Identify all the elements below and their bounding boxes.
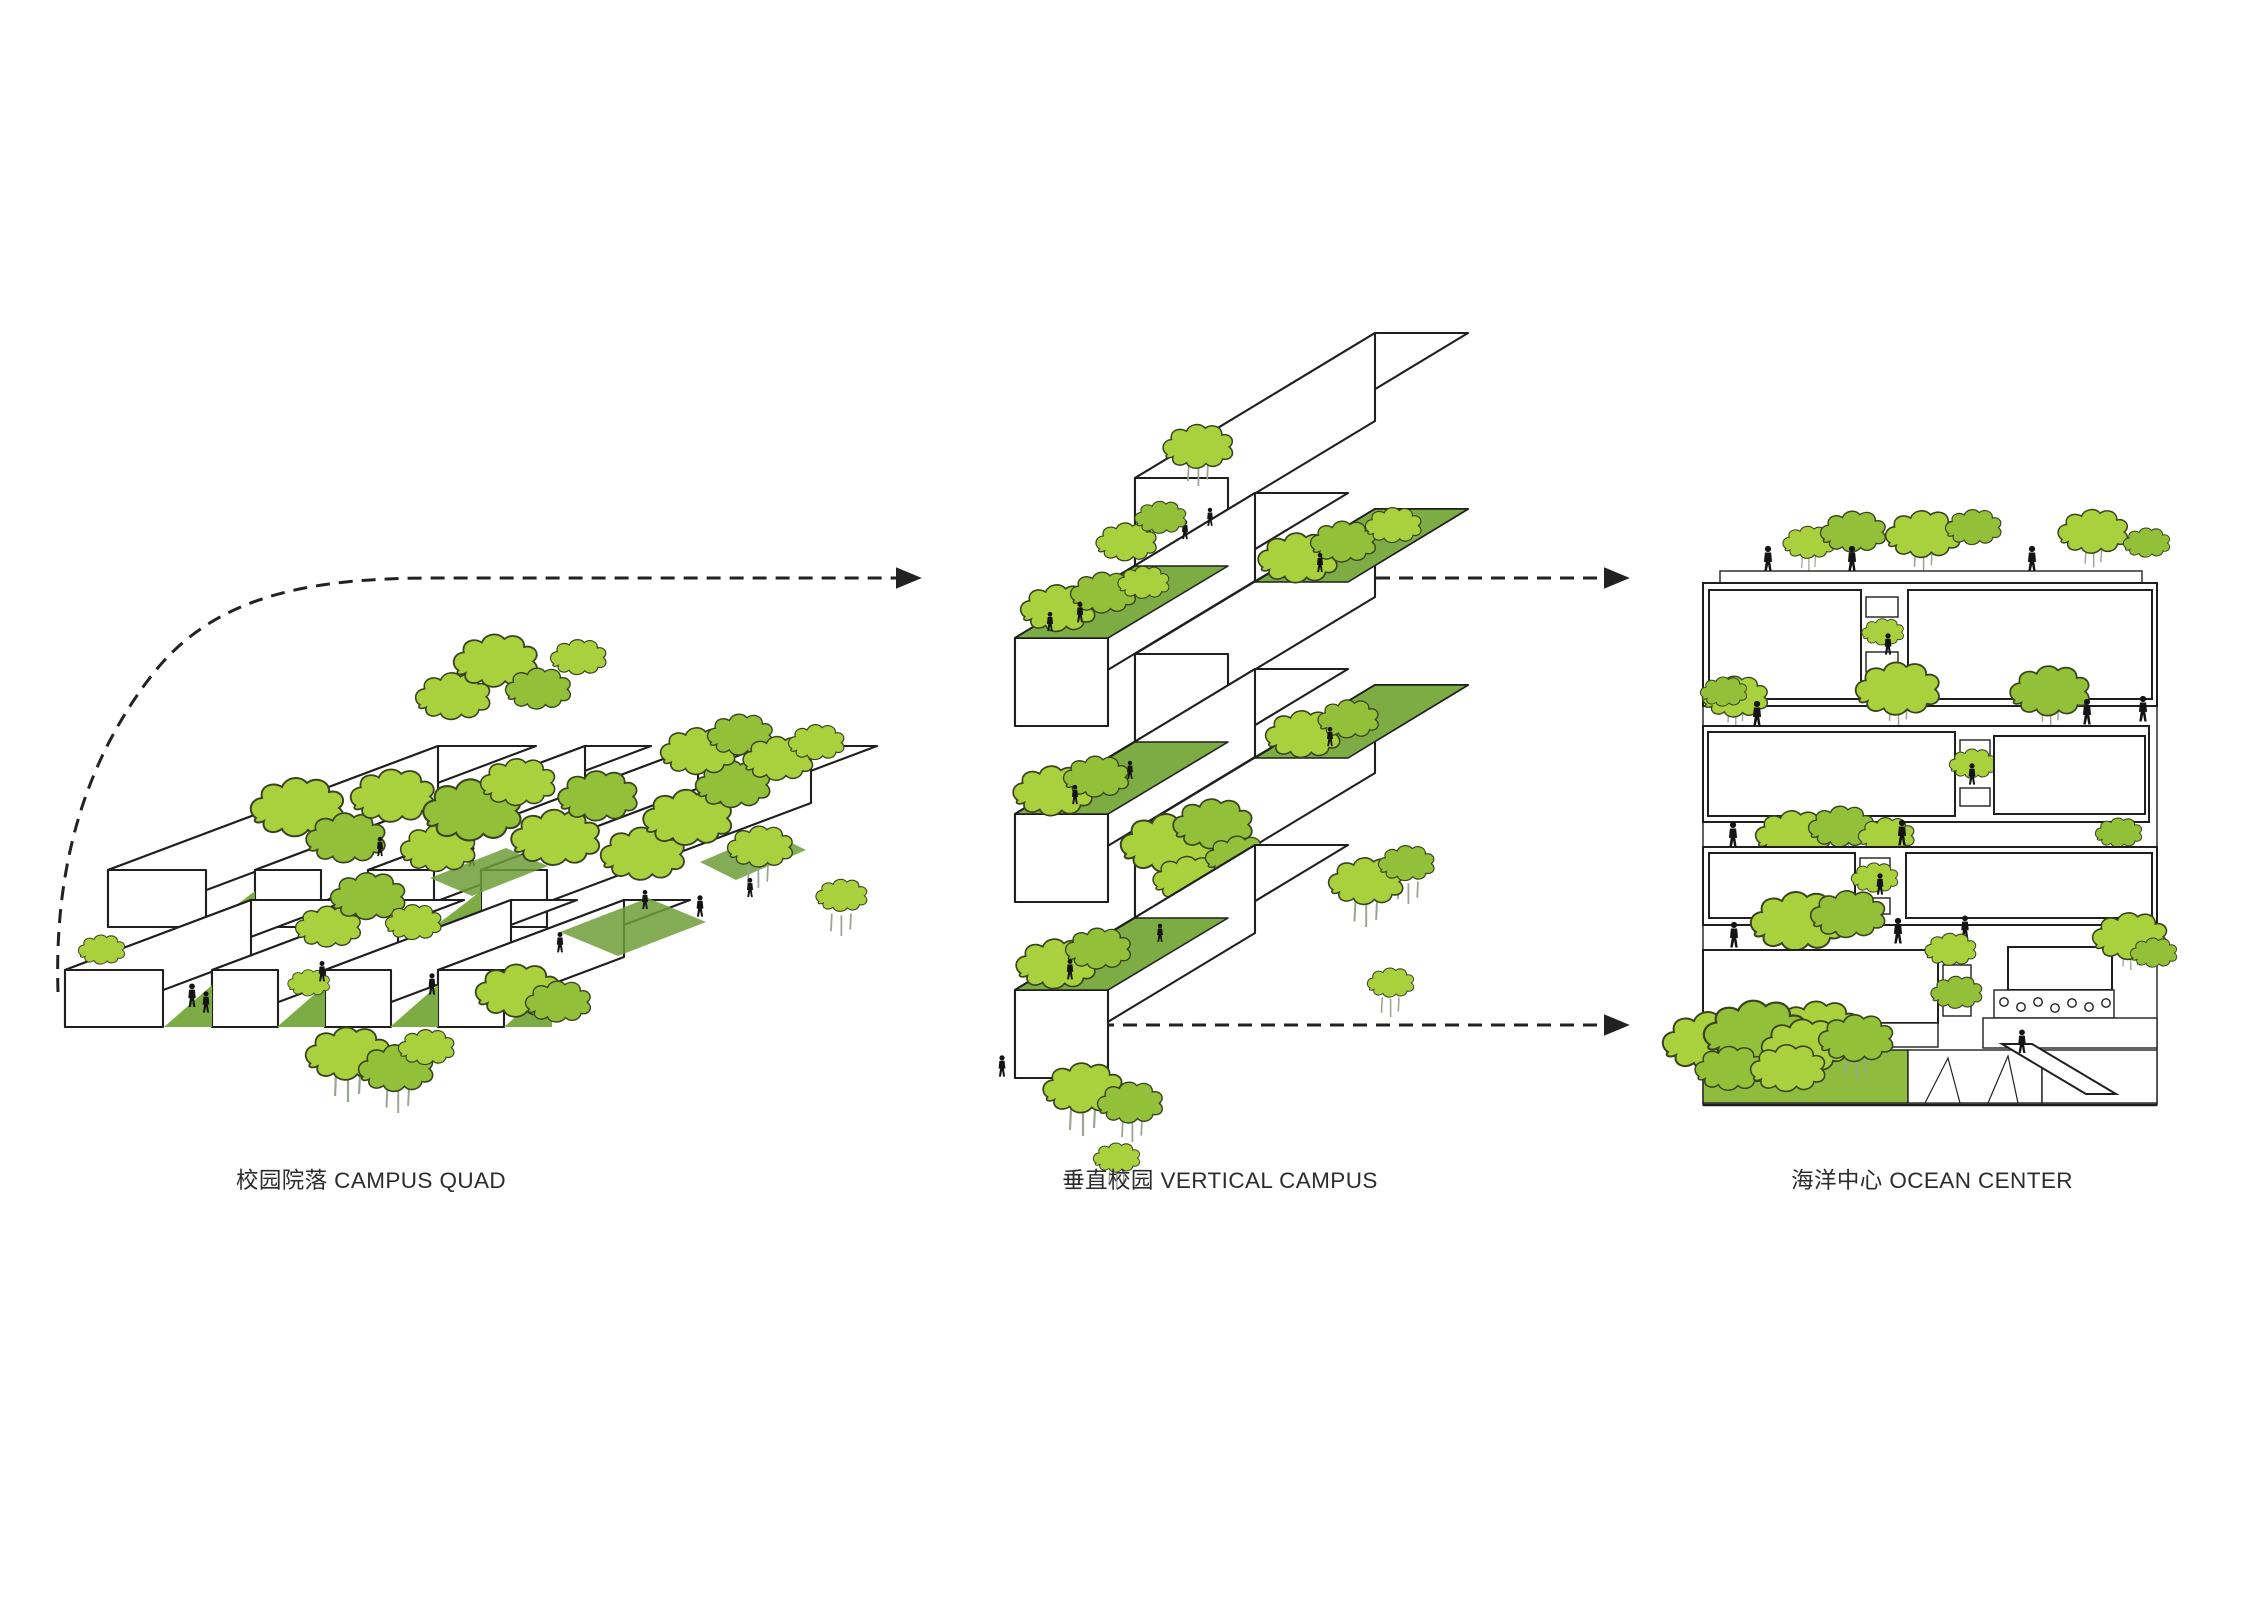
person-icon [1752, 700, 1762, 727]
tree-icon [77, 934, 126, 965]
building-bar-level5 [1013, 491, 1350, 728]
building-bar-level3 [1012, 667, 1350, 904]
tree-icon [787, 724, 845, 761]
tree-icon [479, 758, 556, 807]
building-bar [323, 898, 579, 1029]
block-cross-hatch [1707, 731, 1956, 817]
tree-icon [2122, 527, 2171, 558]
floor-row-4 [1702, 912, 2178, 1055]
tree-icon [2057, 508, 2129, 554]
tree-icon [1854, 661, 1940, 716]
floor-row-2 [1702, 725, 2150, 823]
caption-vertical-campus: 垂直校园 VERTICAL CAMPUS [1062, 1168, 1378, 1193]
tree-icon [397, 1029, 455, 1066]
ground-pavement [1907, 1049, 2043, 1104]
tree-icon [1364, 507, 1422, 544]
tree-icon [1817, 1014, 1894, 1063]
tree-icon [384, 904, 442, 941]
tree-icon [1850, 862, 1899, 893]
person-icon [1763, 545, 1773, 572]
tree-icon [2129, 937, 2178, 968]
caption-ocean-center: 海洋中心 OCEAN CENTER [1791, 1168, 2073, 1193]
tree-icon [524, 980, 592, 1023]
person-icon [1729, 921, 1739, 948]
tree-icon [1317, 699, 1379, 739]
tree-icon [1064, 927, 1132, 970]
stair-core [1865, 596, 1899, 618]
block-dash-rows [1905, 852, 2153, 919]
trunks-icon [830, 912, 852, 937]
person-icon [1728, 821, 1738, 848]
tree-icon [1117, 565, 1170, 599]
block-stipple-fine [1993, 735, 2146, 815]
campus-quad-diagram [63, 633, 879, 1114]
building-bar-level4 [1133, 507, 1470, 744]
tree-icon [349, 768, 435, 823]
roof-slab [1719, 570, 2143, 584]
tree-icon [504, 667, 572, 710]
ground-level [1661, 999, 2158, 1107]
arrow-arc-campus-to-vertical [56, 567, 922, 993]
tree-icon [2009, 665, 2090, 717]
tree-icon [1809, 890, 1886, 939]
tree-icon [1162, 423, 1234, 469]
tree-icon [549, 639, 607, 676]
building-bar [63, 898, 351, 1029]
person-icon [2138, 695, 2148, 722]
tree-icon [1749, 1044, 1826, 1093]
person-icon [2027, 545, 2037, 572]
tree-icon [1096, 1081, 1164, 1124]
person-icon [2082, 698, 2092, 725]
tree-icon [1699, 676, 1748, 707]
person-icon [1893, 917, 1903, 944]
tree-icon [815, 878, 868, 912]
tree-icon [1366, 967, 1415, 998]
tree-icon [1134, 500, 1187, 534]
tree-icon [305, 812, 386, 864]
block-stair-treads [2007, 946, 2113, 991]
tree-icon [510, 808, 601, 867]
stair-core [1959, 787, 1991, 807]
building-bar-level1 [998, 843, 1350, 1080]
tree-icon [726, 825, 794, 868]
person-icon [746, 877, 754, 898]
tree-icon [1819, 510, 1887, 553]
trunks-icon [1353, 900, 1378, 928]
tree-icon [1377, 845, 1435, 882]
tree-icon [2094, 817, 2143, 848]
tree-icon [1924, 932, 1977, 966]
person-icon [1847, 545, 1857, 572]
roof [1719, 508, 2171, 584]
tree-icon [557, 770, 638, 822]
tree-icon [1944, 509, 2002, 546]
tree-icon [1861, 618, 1904, 646]
tree-icon [1930, 975, 1983, 1009]
vertical-campus-diagram [998, 331, 1470, 1189]
caption-campus-quad: 校园院落 CAMPUS QUAD [235, 1168, 507, 1193]
ocean-center-diagram [1661, 508, 2178, 1107]
person-icon [696, 895, 704, 917]
person-icon [998, 1055, 1006, 1077]
trunks-icon [1380, 996, 1400, 1018]
